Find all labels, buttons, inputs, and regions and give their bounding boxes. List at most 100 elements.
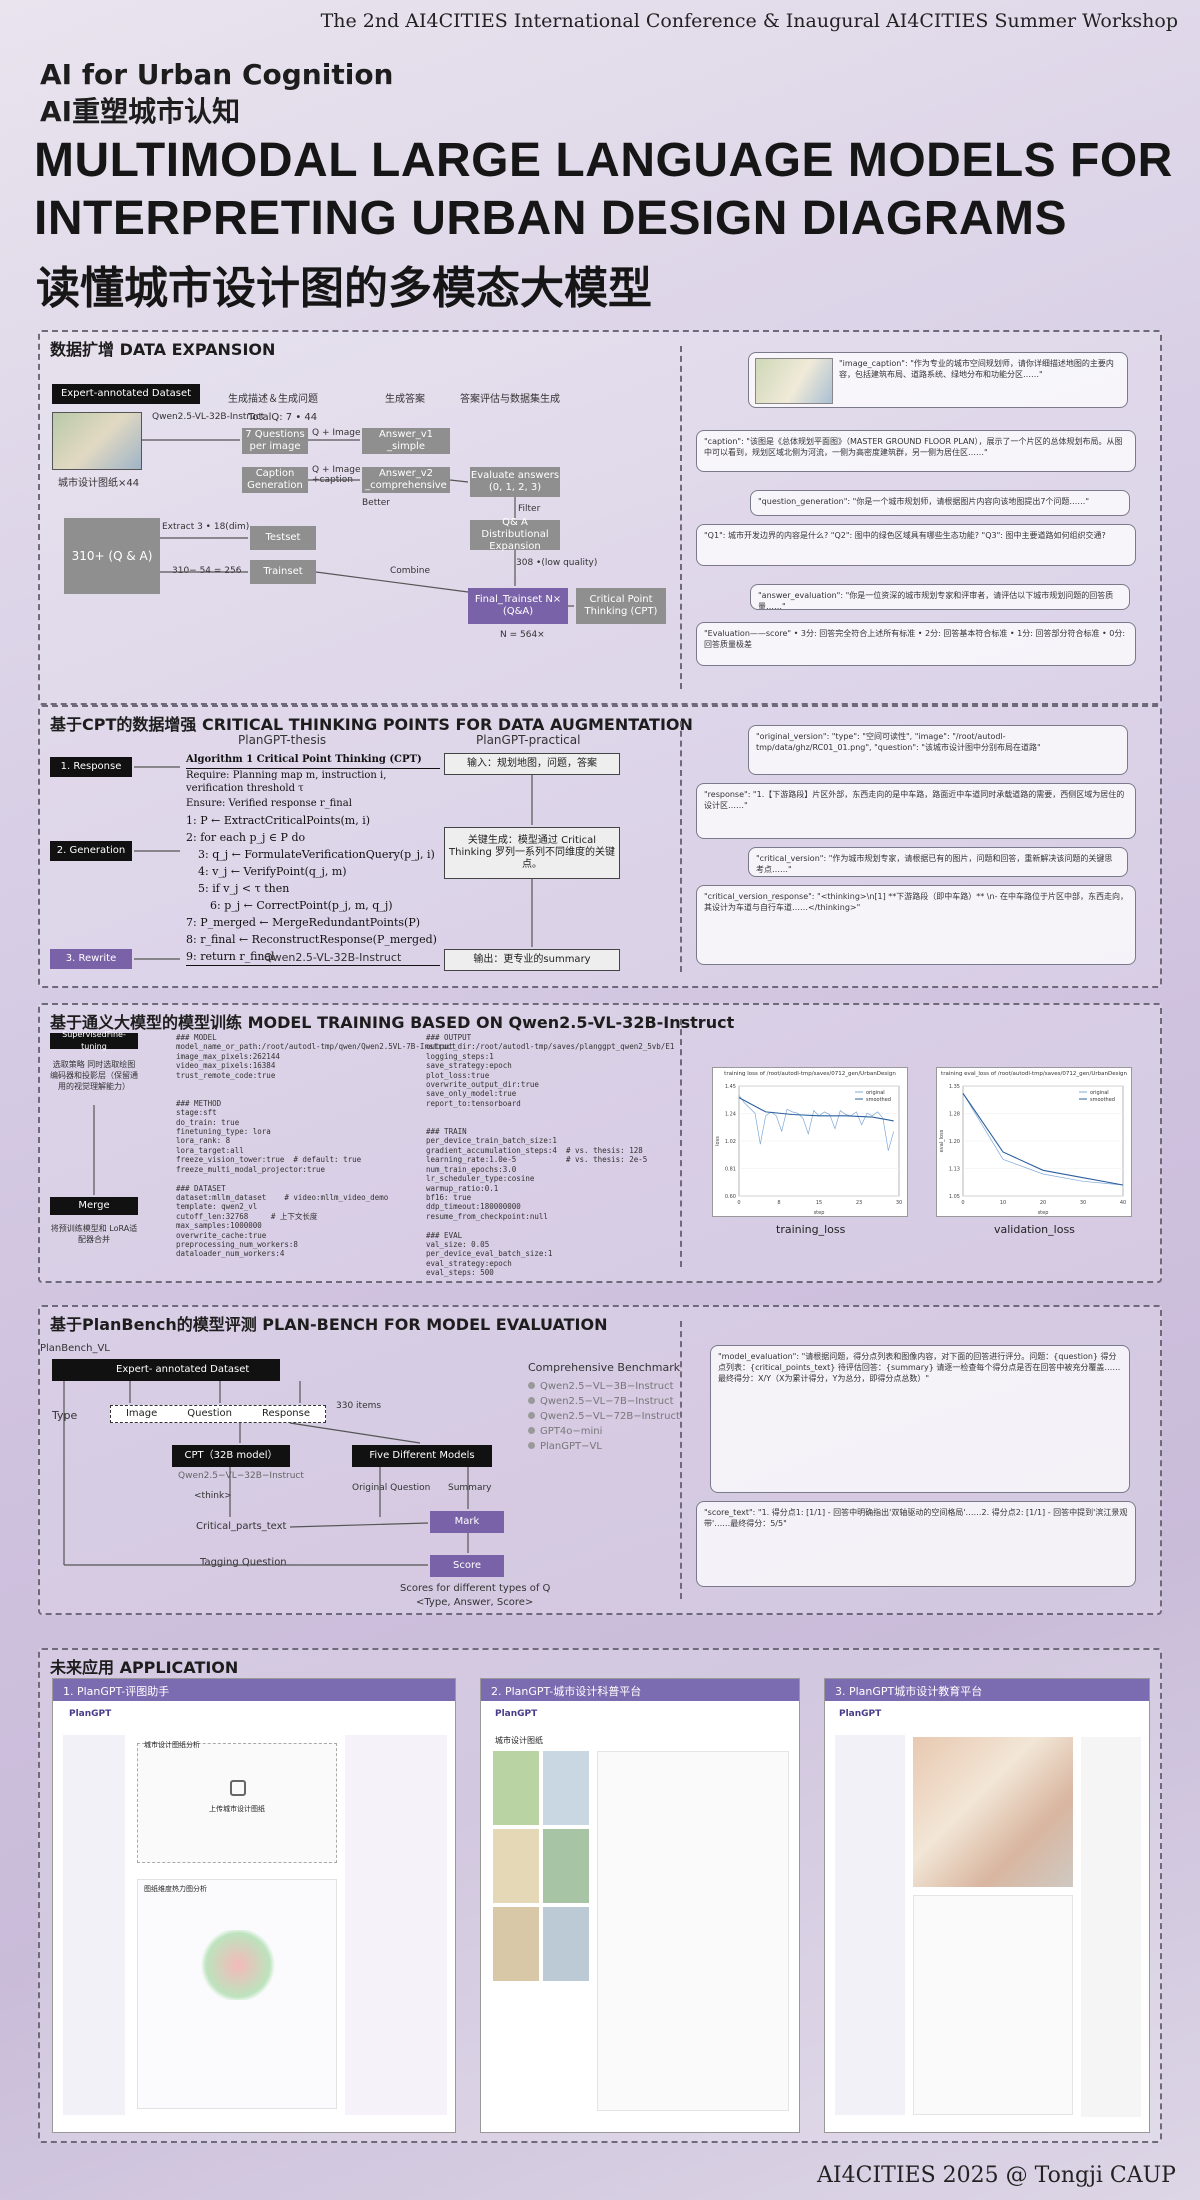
testset-label: Testset	[265, 532, 301, 543]
critical-parts-label: Critical_parts_text	[196, 1521, 287, 1532]
map-thumbnail[interactable]	[493, 1751, 539, 1825]
bullet-icon	[528, 1442, 535, 1449]
final-trainset-box: Final_Trainset N× (Q&A)	[468, 588, 568, 624]
caption-response-bubble: "caption": "该图是《总体规划平面图》（MASTER GROUND F…	[696, 430, 1136, 472]
app-map-view[interactable]	[913, 1737, 1073, 1887]
section-application: 未来应用 APPLICATION 1. PlanGPT-评图助手 PlanGPT…	[38, 1648, 1162, 2143]
config-output: ### OUTPUT output_dir:/root/autodl-tmp/s…	[426, 1033, 675, 1278]
x-tick-label: 20	[1040, 1200, 1046, 1206]
totalq-label: TotalQ: 7 • 44	[248, 412, 318, 423]
critical-version-bubble: "critical_version": "作为城市规划专家，请根据已有的图片，问…	[748, 847, 1128, 877]
training-loss-caption: training_loss	[776, 1223, 846, 1236]
caption-generation-label: Caption Generation	[247, 468, 303, 491]
app-review-assistant[interactable]: 1. PlanGPT-评图助手 PlanGPT 城市设计图纸分析 上传城市设计图…	[52, 1678, 456, 2133]
legend-label: original	[1090, 1090, 1109, 1096]
app-science-platform[interactable]: 2. PlanGPT-城市设计科普平台 PlanGPT 城市设计图纸	[480, 1678, 800, 2133]
qa-expansion-label: Q& A Distributional Expansion	[481, 517, 549, 552]
main-title-zh: 读懂城市设计图的多模态大模型	[36, 263, 652, 314]
map-thumbnail[interactable]	[493, 1907, 539, 1981]
col-heading-generate: 生成描述＆生成问题	[228, 394, 318, 405]
questions-box-label: 7 Questions per image	[245, 429, 305, 452]
legend-label: smoothed	[866, 1097, 891, 1103]
benchmark-model: PlanGPT−VL	[528, 1441, 602, 1452]
caption-generation-box: Caption Generation	[242, 467, 308, 493]
low-quality-label: 308 •(low quality)	[516, 558, 598, 568]
expert-dataset-label: Expert-annotated Dataset	[60, 388, 192, 399]
app-education-platform[interactable]: 3. PlanGPT城市设计教育平台 PlanGPT	[824, 1678, 1150, 2133]
score-text-bubble: "score_text": "1. 得分点1: [1/1] - 回答中明确指出'…	[696, 1501, 1136, 1587]
section-title: 未来应用 APPLICATION	[50, 1658, 239, 1677]
bubble-map-thumbnail	[755, 358, 833, 404]
main-title-line2: INTERPRETING URBAN DESIGN DIAGRAMS	[34, 192, 1068, 245]
diagrams-count-label: 城市设计图纸×44	[58, 478, 140, 489]
answer-simple-label: Answer_v1 _simple	[378, 429, 434, 452]
eval-flow-arrows	[63, 1381, 469, 1566]
validation-loss-chart: training eval_loss of /root/autodl-tmp/s…	[936, 1067, 1132, 1217]
x-axis-label: step	[814, 1210, 825, 1216]
bullet-icon	[528, 1412, 535, 1419]
cpt-model-box: CPT（32B model）	[172, 1445, 290, 1467]
x-tick-label: 23	[856, 1200, 862, 1206]
think-label: <think>	[194, 1491, 232, 1501]
practical-output: 输出：更专业的summary	[444, 949, 620, 971]
section-cpt: 基于CPT的数据增强 CRITICAL THINKING POINTS FOR …	[38, 705, 1162, 988]
map-thumbnail[interactable]	[543, 1751, 589, 1825]
algo-line: 3: q_j ← FormulateVerificationQuery(p_j,…	[198, 848, 435, 861]
scores-desc-2: <Type, Answer, Score>	[416, 1597, 534, 1608]
sft-label: SupervisedFine-tuning	[62, 1030, 126, 1051]
final-trainset-label: Final_Trainset N× (Q&A)	[474, 594, 562, 617]
header-zh: AI重塑城市认知	[40, 95, 241, 128]
combine-label: Combine	[390, 566, 431, 576]
map-thumbnail[interactable]	[543, 1829, 589, 1903]
map-gallery[interactable]	[493, 1751, 589, 1981]
col-heading-evaluation: 答案评估与数据集生成	[460, 394, 560, 405]
benchmark-model-name: PlanGPT−VL	[540, 1441, 602, 1452]
y-tick-label: 1.35	[949, 1084, 960, 1090]
algo-line: 1: P ← ExtractCriticalPoints(m, i)	[186, 814, 371, 827]
mark-label: Mark	[454, 1516, 480, 1527]
upload-icon	[230, 1780, 246, 1796]
app-panel-title: 城市设计图纸分析	[144, 1741, 200, 1749]
section-title: 基于PlanBench的模型评测 PLAN-BENCH FOR MODEL EV…	[50, 1315, 608, 1334]
summary-label: Summary	[448, 1483, 492, 1493]
app-chat-panel	[345, 1735, 447, 2115]
legend-label: original	[866, 1090, 885, 1096]
five-models-label: Five Different Models	[369, 1450, 475, 1461]
section-divider	[680, 1019, 682, 1267]
section-title: 基于通义大模型的模型训练 MODEL TRAINING BASED ON Qwe…	[50, 1013, 735, 1032]
cpt-box: Critical Point Thinking (CPT)	[576, 588, 666, 624]
x-tick-label: 40	[1120, 1200, 1126, 1206]
expert-dataset-badge: Expert-annotated Dataset	[52, 384, 200, 404]
app-content	[597, 1751, 789, 2111]
app-thumbnails	[1081, 1737, 1141, 2117]
step-generation: 2. Generation	[50, 841, 132, 861]
app-upload-area[interactable]: 城市设计图纸分析 上传城市设计图纸	[137, 1741, 337, 1863]
filter-label: Filter	[518, 504, 541, 514]
cpt-model-label: CPT（32B model）	[184, 1450, 278, 1461]
col-practical: PlanGPT-practical	[476, 733, 581, 747]
section-divider	[680, 1321, 682, 1599]
dataset-fields: Image Question Response	[110, 1405, 326, 1423]
section-evaluation: 基于PlanBench的模型评测 PLAN-BENCH FOR MODEL EV…	[38, 1305, 1162, 1615]
question-generation-bubble: "question_generation": "你是一个城市规划师，请根据图片内…	[750, 490, 1130, 516]
section-title: 数据扩增 DATA EXPANSION	[50, 340, 276, 359]
app-lesson-content	[913, 1895, 1073, 2115]
section-title: 基于CPT的数据增强 CRITICAL THINKING POINTS FOR …	[50, 715, 693, 734]
benchmark-model: Qwen2.5−VL−7B−Instruct	[528, 1396, 674, 1407]
answer-simple-box: Answer_v1 _simple	[362, 428, 450, 454]
practical-input: 输入：规划地图，问题，答案	[444, 753, 620, 775]
app-brand: PlanGPT	[69, 1709, 112, 1719]
score-label: Score	[452, 1560, 481, 1571]
step-response: 1. Response	[50, 757, 132, 777]
map-thumbnail[interactable]	[493, 1829, 539, 1903]
map-thumbnail[interactable]	[543, 1907, 589, 1981]
testset-box: Testset	[250, 526, 316, 550]
x-tick-label: 15	[816, 1200, 822, 1206]
extract-label: Extract 3 • 18(dim)	[162, 522, 250, 532]
caption-prompt-bubble: "image_caption": "作为专业的城市空间规划师，请你详细描述地图的…	[748, 352, 1128, 408]
x-axis-label: step	[1038, 1210, 1049, 1216]
type-label: Type	[52, 1409, 78, 1422]
n564-label: N = 564×	[500, 630, 545, 640]
bullet-icon	[528, 1397, 535, 1404]
algo-ensure: Ensure: Verified response r_final	[186, 798, 352, 809]
